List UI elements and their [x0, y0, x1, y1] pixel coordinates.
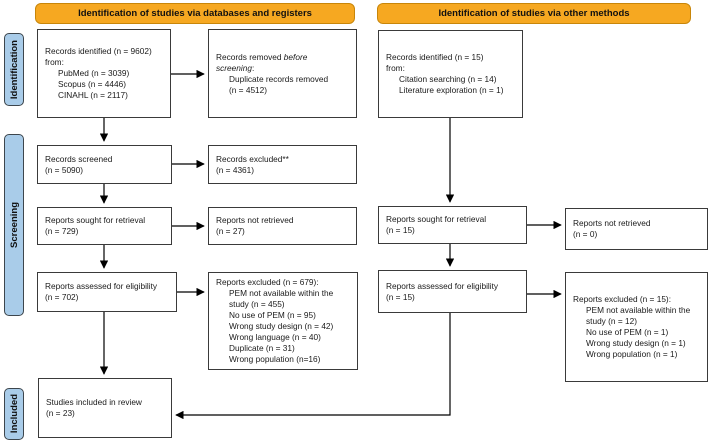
- header-other-methods: Identification of studies via other meth…: [377, 3, 691, 24]
- box-text-line: (n = 15): [386, 225, 415, 235]
- box-records-excluded: Records excluded**(n = 4361): [208, 145, 357, 184]
- box-text-line: (n = 0): [573, 229, 598, 239]
- box-text-line: Records screened: [45, 153, 113, 164]
- box-text-line: PEM not available within the: [229, 288, 334, 298]
- box-text-line: Records identified (n = 15): [386, 52, 484, 62]
- box-text-line: Reports assessed for eligibility: [386, 280, 499, 291]
- box-text-line: No use of PEM (n = 1): [586, 327, 669, 337]
- box-other-reports-not-retrieved: Reports not retrieved(n = 0): [565, 208, 708, 250]
- box-text-line: (n = 5090): [45, 164, 84, 175]
- box-text-line: (n = 729): [45, 226, 79, 236]
- box-text-line: Wrong population (n = 1): [586, 349, 678, 359]
- box-reports-excluded: Reports excluded (n = 679):PEM not avail…: [208, 272, 358, 370]
- box-text-line: Reports not retrieved: [216, 215, 294, 225]
- box-reports-sought: Reports sought for retrieval(n = 729): [37, 207, 172, 245]
- phase-tab-screening-label: Screening: [8, 202, 20, 248]
- box-text-line: Reports not retrieved: [573, 218, 651, 228]
- phase-tab-screening: Screening: [4, 134, 24, 316]
- box-records-screened: Records screened(n = 5090): [37, 145, 172, 184]
- box-text-line: Literature exploration (n = 1): [399, 85, 504, 95]
- box-text-line: Wrong study design (n = 42): [229, 321, 334, 331]
- header-databases-registers: Identification of studies via databases …: [35, 3, 355, 24]
- box-reports-assessed: Reports assessed for eligibility(n = 702…: [37, 272, 177, 312]
- box-text-line: Duplicate records removed: [229, 73, 329, 84]
- box-text-line: from:: [45, 57, 64, 67]
- box-text-line: PubMed (n = 3039): [58, 68, 130, 78]
- box-text-line: PEM not available within the: [586, 305, 691, 315]
- box-text-line: screening:: [216, 62, 255, 73]
- box-text-line: Reports sought for retrieval: [386, 214, 487, 224]
- phase-tab-identification-label: Identification: [8, 39, 20, 100]
- box-text-line: CINAHL (n = 2117): [58, 90, 128, 100]
- box-text-line: Duplicate (n = 31): [229, 343, 295, 353]
- box-text-line: study (n = 455): [229, 299, 285, 309]
- phase-tab-included-label: Included: [8, 394, 20, 434]
- box-text-line: Citation searching (n = 14): [399, 74, 497, 84]
- box-text-line: No use of PEM (n = 95): [229, 310, 316, 320]
- box-text-line: Studies included in review: [46, 397, 142, 407]
- box-text-line: study (n = 12): [586, 316, 637, 326]
- box-text-line: (n = 702): [45, 292, 79, 302]
- box-text-line: Wrong population (n=16): [229, 354, 321, 364]
- box-text-line: Reports sought for retrieval: [45, 215, 146, 225]
- box-text-line: (n = 23): [46, 408, 75, 418]
- box-text-line: Wrong language (n = 40): [229, 332, 321, 342]
- box-text-line: (n = 15): [386, 291, 415, 302]
- box-text-line: Reports excluded (n = 15):: [573, 294, 672, 304]
- box-text-line: (n = 27): [216, 226, 245, 236]
- box-other-reports-excluded: Reports excluded (n = 15):PEM not availa…: [565, 272, 708, 382]
- phase-tab-included: Included: [4, 388, 24, 440]
- box-text-line: Records removed before: [216, 51, 308, 62]
- box-text-line: Scopus (n = 4446): [58, 79, 127, 89]
- box-text-line: (n = 4512): [229, 84, 268, 95]
- box-records-identified-databases: Records identified (n = 9602)from:PubMed…: [37, 29, 171, 118]
- box-text-line: Wrong study design (n = 1): [586, 338, 686, 348]
- box-text-line: Reports assessed for eligibility: [45, 281, 158, 291]
- box-text-line: Reports excluded (n = 679):: [216, 277, 319, 287]
- box-text-line: from:: [386, 63, 405, 73]
- box-other-reports-assessed: Reports assessed for eligibility(n = 15): [378, 270, 527, 313]
- box-text-line: Records excluded**: [216, 153, 289, 164]
- phase-tab-identification: Identification: [4, 33, 24, 106]
- box-records-identified-other: Records identified (n = 15)from:Citation…: [378, 30, 523, 118]
- box-text-line: (n = 4361): [216, 164, 255, 175]
- box-reports-not-retrieved: Reports not retrieved(n = 27): [208, 207, 357, 245]
- box-other-reports-sought: Reports sought for retrieval(n = 15): [378, 206, 527, 244]
- box-studies-included: Studies included in review(n = 23): [38, 378, 172, 438]
- box-text-line: Records identified (n = 9602): [45, 46, 152, 56]
